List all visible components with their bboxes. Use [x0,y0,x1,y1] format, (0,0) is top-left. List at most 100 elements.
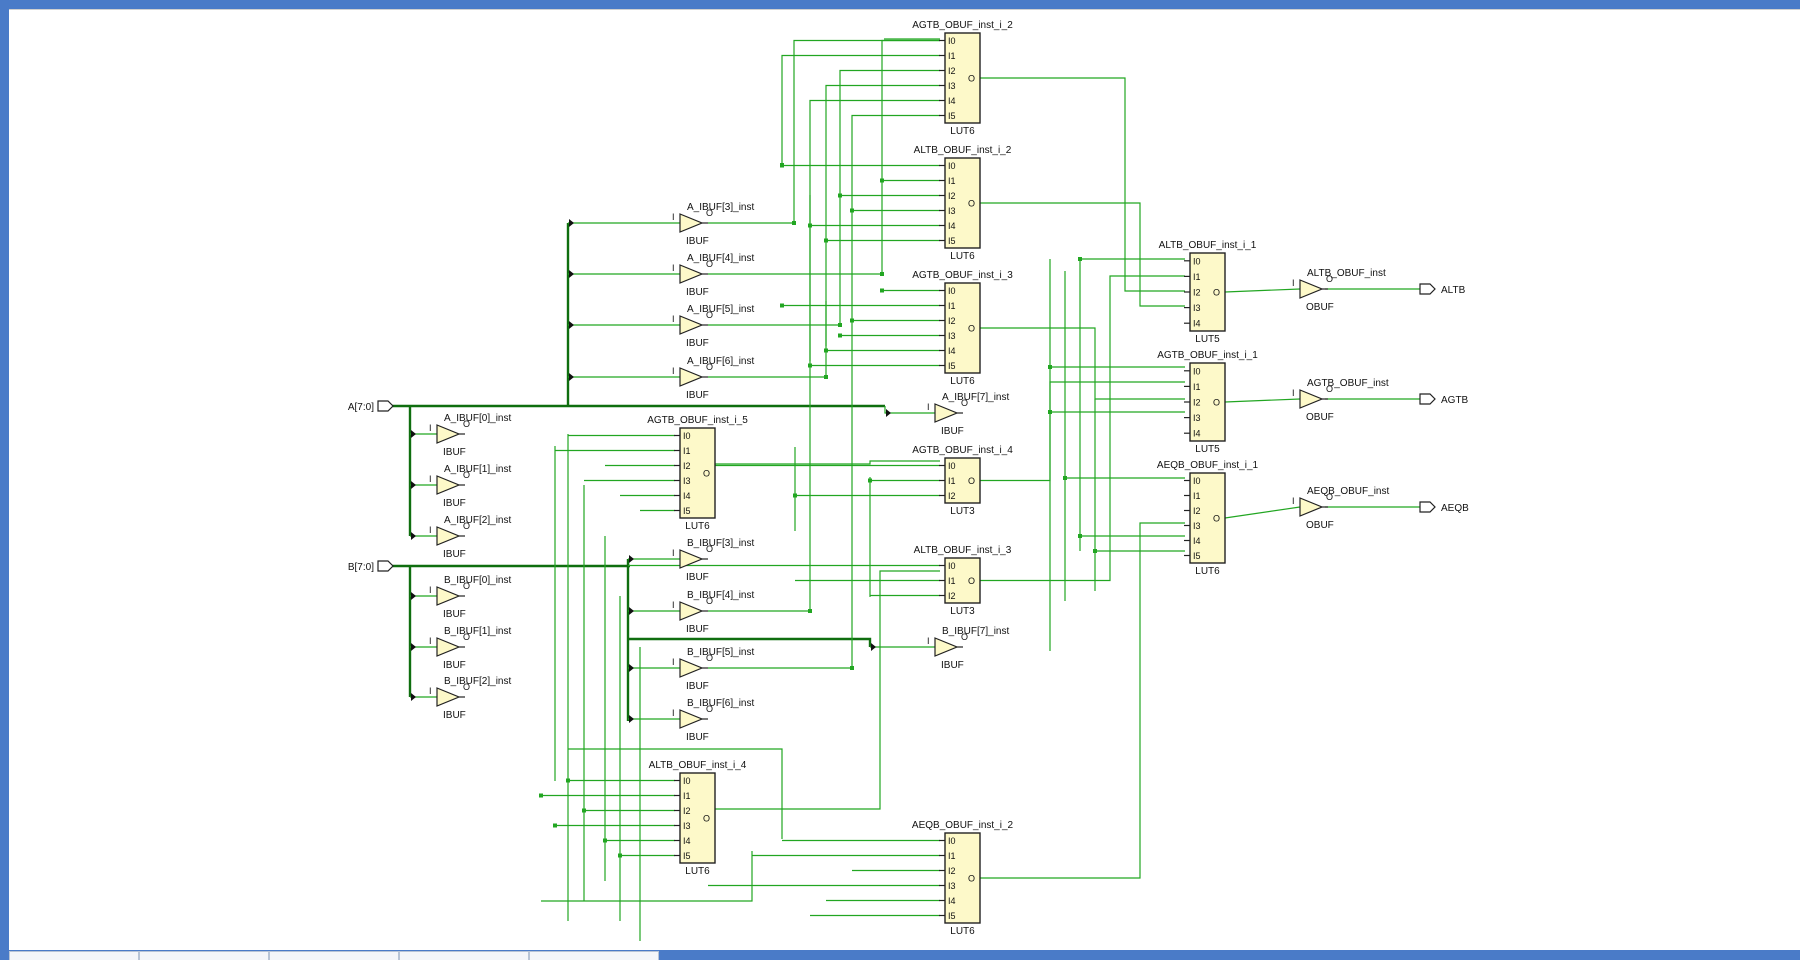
buffer-triangle[interactable] [679,367,704,387]
output-port-ALTB[interactable]: ALTB [1419,283,1466,296]
buffer-triangle[interactable] [436,687,461,707]
buffer-type-label: IBUF [686,572,709,583]
buffer-triangle[interactable] [1299,279,1324,299]
bus-tap-arrow [411,430,416,438]
buffer-in-pin: I [429,423,432,433]
pin-label: I4 [1193,429,1201,439]
lut-body[interactable] [1189,252,1226,332]
buffer-triangle[interactable] [679,213,704,233]
port-shape[interactable] [377,560,394,572]
buffer-triangle[interactable] [679,709,704,729]
buffer-triangle[interactable] [436,424,461,444]
buffer-triangle[interactable] [679,264,704,284]
output-port-AEQB[interactable]: AEQB [1419,501,1469,514]
junction-dot [566,778,570,783]
output-pin-label: O [703,814,710,824]
buffer-triangle[interactable] [679,601,704,621]
buffer-triangle[interactable] [679,315,704,335]
net-b5 [708,114,940,669]
lut-body[interactable] [944,32,981,124]
buffer-triangle[interactable] [679,549,704,569]
buffer-name-label: B_IBUF[1]_inst [444,626,511,637]
buffer-in-pin: I [672,657,675,667]
junction-dot [880,178,884,183]
bottom-tab-4[interactable] [399,951,529,960]
port-shape[interactable] [1419,393,1436,405]
buffer-triangle[interactable] [1299,497,1324,517]
bottom-tab-3[interactable] [269,951,399,960]
output-port-AGTB[interactable]: AGTB [1419,393,1469,406]
pin-label: I3 [948,331,956,341]
schematic-diagram[interactable]: AGTB_OBUF_inst_i_2LUT6I0I1I2I3I4I5OALTB_… [9,10,1800,950]
pin-label: I4 [683,491,691,501]
buffer-triangle[interactable] [436,526,461,546]
bottom-tab-2[interactable] [139,951,269,960]
bus-tap-arrow [411,643,416,651]
lut-body[interactable] [679,772,716,864]
net-a4 [708,39,940,275]
buffer-triangle[interactable] [436,586,461,606]
net-wire [541,851,753,902]
input-port-B[interactable]: B[7:0] [348,560,394,573]
input-port-A[interactable]: A[7:0] [348,400,394,413]
buffer-triangle[interactable] [679,658,704,678]
bottom-tab-1[interactable] [9,951,139,960]
lut-body[interactable] [944,157,981,249]
lut-body[interactable] [679,427,716,519]
lut-body[interactable] [1189,362,1226,442]
buffer-name-label: A_IBUF[7]_inst [942,392,1009,403]
buffer-triangle[interactable] [934,637,959,657]
port-shape[interactable] [1419,283,1436,295]
lut-body[interactable] [944,832,981,924]
output-pin-label: O [968,576,975,586]
lut-body[interactable] [944,282,981,374]
bottom-tab-5[interactable] [529,951,659,960]
lut-name-label: ALTB_OBUF_inst_i_4 [649,760,747,771]
junction-dot [850,666,854,670]
buffer-triangle[interactable] [436,475,461,495]
junction-dot [780,163,784,168]
buffer-triangle[interactable] [934,403,959,423]
buffer-name-label: A_IBUF[0]_inst [444,413,511,424]
buffer-in-pin: I [672,600,675,610]
lut-body[interactable] [1189,472,1226,564]
buffer-type-label: IBUF [686,236,709,247]
port-shape[interactable] [1419,501,1436,513]
pin-label: I5 [948,361,956,371]
output-pin-label: O [968,324,975,334]
buffer-triangle[interactable] [1299,389,1324,409]
buffer-triangle[interactable] [436,637,461,657]
port-shape[interactable] [377,400,394,412]
